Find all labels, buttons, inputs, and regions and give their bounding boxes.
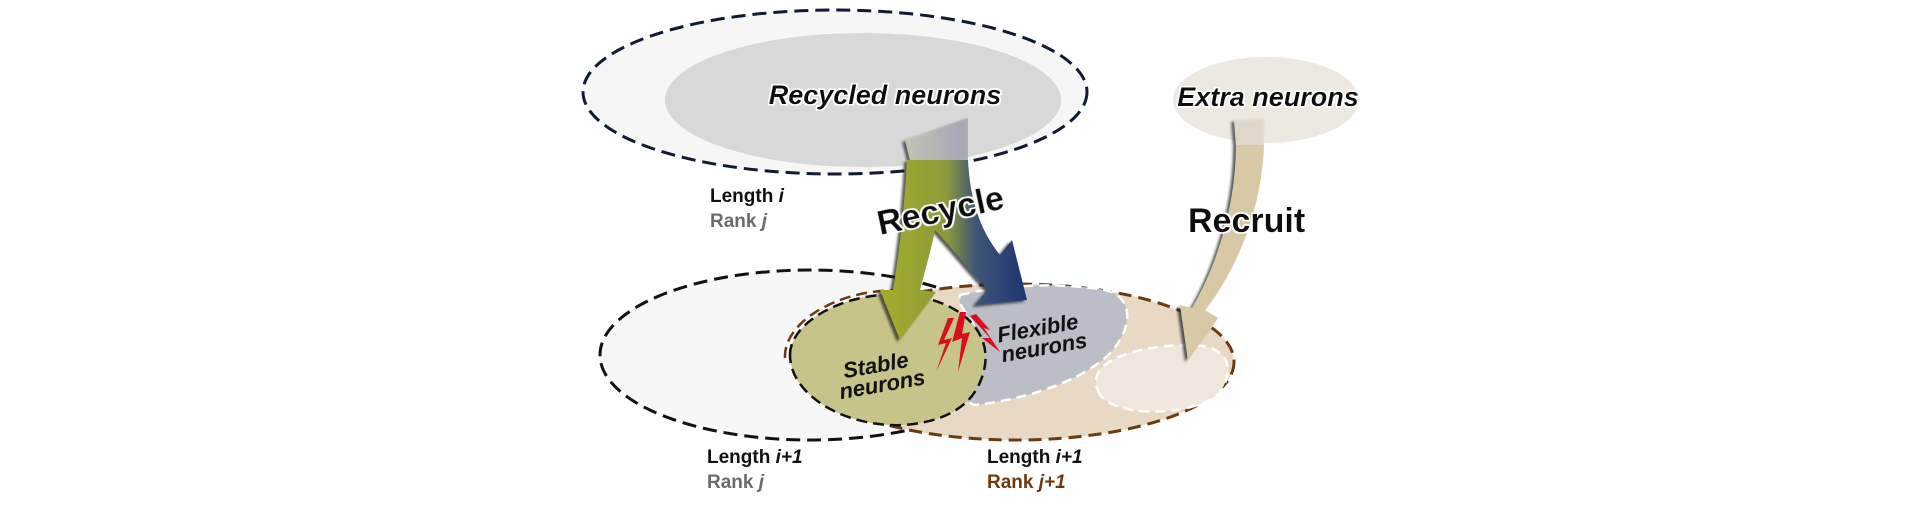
stable-neurons-region xyxy=(788,293,987,427)
svg-text:Length i+1: Length i+1 xyxy=(987,447,1083,468)
recruit-label: Recruit xyxy=(1188,202,1305,240)
svg-text:Rank j+1: Rank j+1 xyxy=(987,472,1066,493)
svg-text:Rank j: Rank j xyxy=(710,211,768,232)
conflict-lightning-icon xyxy=(936,312,1000,372)
flexible-neurons-region xyxy=(956,284,1129,407)
svg-text:Length i+1: Length i+1 xyxy=(707,447,803,468)
recruit-arrow xyxy=(1180,118,1265,360)
extra-neurons-label: Extra neurons xyxy=(1177,82,1359,112)
caption-bottom-right: Length i+1 Rank j+1 xyxy=(987,447,1083,493)
recycled-neurons-label: Recycled neurons xyxy=(769,80,1002,110)
svg-text:Length i: Length i xyxy=(710,186,785,207)
caption-bottom-left: Length i+1 Rank j xyxy=(707,447,803,493)
extra-neurons-pool xyxy=(1173,57,1359,143)
caption-top: Length i Rank j xyxy=(710,186,785,232)
recruited-slot xyxy=(1094,343,1229,413)
svg-text:Rank j: Rank j xyxy=(707,472,765,493)
recycle-arrow xyxy=(880,118,1027,340)
